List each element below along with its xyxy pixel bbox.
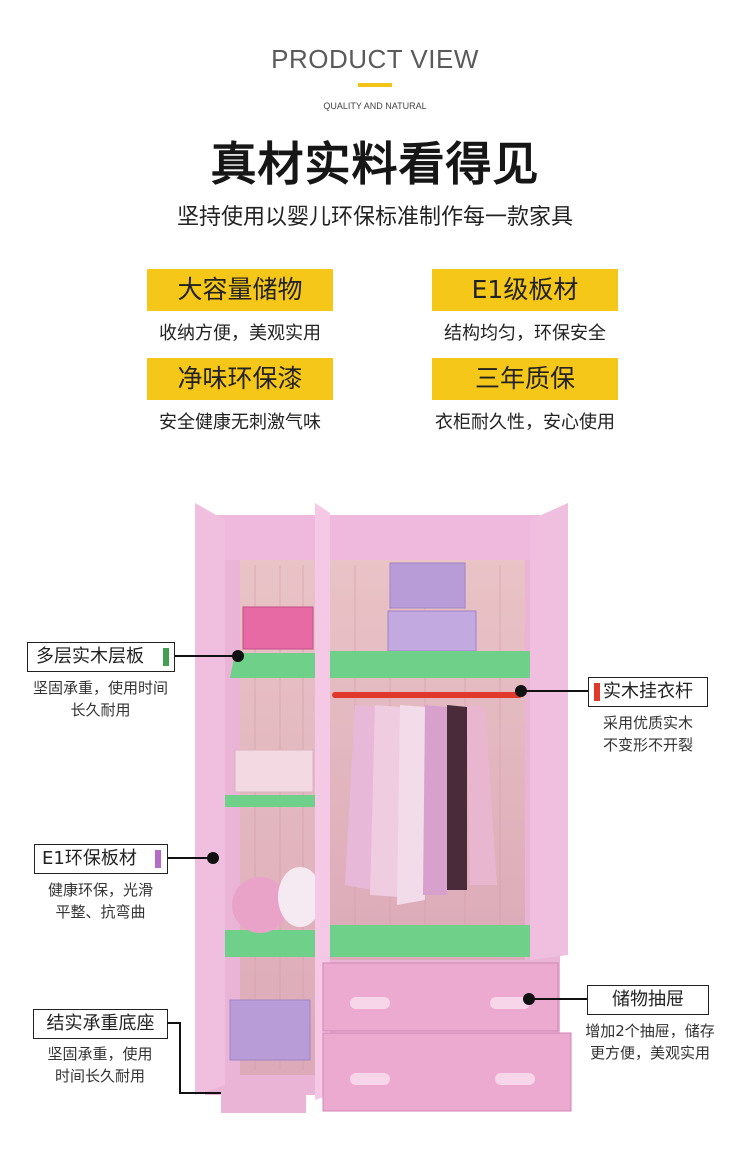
- shelf-top-left: [230, 653, 318, 678]
- callout-board-box: E1环保板材: [34, 844, 168, 874]
- callout-board-accent: [155, 850, 161, 868]
- callout-base-desc: 坚固承重，使用 时间长久耐用: [47, 1045, 153, 1085]
- left-door: [195, 503, 225, 1095]
- callout-base-label: 结实承重底座: [46, 1013, 155, 1034]
- callout-rod-label: 实木挂衣杆: [603, 681, 693, 702]
- feature-label-warranty: 三年质保: [432, 358, 618, 400]
- title-underline: [358, 83, 392, 87]
- wardrobe-illustration: [195, 503, 572, 1113]
- drawer-bottom: [322, 1032, 572, 1112]
- callout-shelf-desc: 坚固承重，使用时间 长久耐用: [32, 679, 168, 719]
- feature-label-e1: E1级板材: [432, 269, 618, 311]
- product-view-subtitle: QUALITY AND NATURAL: [323, 101, 427, 111]
- callout-rod-box: 实木挂衣杆: [588, 677, 708, 707]
- product-view-title: PRODUCT VIEW: [271, 44, 479, 74]
- callout-board-desc: 健康环保，光滑 平整、抗弯曲: [47, 881, 153, 921]
- feature-label-capacity: 大容量储物: [147, 269, 333, 311]
- callout-drawer-box: 储物抽屉: [587, 985, 709, 1015]
- callout-board-label: E1环保板材: [42, 848, 137, 869]
- callout-shelf-dot: [232, 650, 244, 662]
- callout-base-box: 结实承重底座: [33, 1009, 168, 1039]
- feature-desc-capacity: 收纳方便，美观实用: [159, 323, 321, 344]
- callout-drawer-desc: 增加2个抽屉，储存 更方便，美观实用: [585, 1022, 715, 1062]
- callout-shelf-accent: [163, 648, 169, 666]
- shelf-low-left: [217, 930, 318, 957]
- callout-rod-accent: [594, 683, 600, 701]
- feature-label-paint: 净味环保漆: [147, 358, 333, 400]
- right-door: [530, 503, 568, 960]
- feature-desc-e1: 结构均匀，环保安全: [444, 323, 606, 344]
- callout-shelf-box: 多层实木层板: [27, 642, 175, 672]
- tagline: 坚持使用以婴儿环保标准制作每一款家具: [176, 205, 573, 230]
- shelf-mid-left: [221, 795, 315, 807]
- feature-desc-warranty: 衣柜耐久性，安心使用: [435, 412, 615, 433]
- shelf-top-right: [330, 651, 540, 678]
- callout-board-dot: [207, 852, 219, 864]
- callout-drawer-label: 储物抽屉: [612, 989, 684, 1010]
- clothes: [345, 705, 497, 905]
- hanging-rod: [332, 692, 522, 698]
- feature-desc-paint: 安全健康无刺激气味: [159, 412, 321, 433]
- shelf-low-right: [330, 925, 540, 957]
- headline: 真材实料看得见: [210, 137, 540, 191]
- callout-shelf-label: 多层实木层板: [36, 646, 144, 667]
- callout-rod-desc: 采用优质实木 不变形不开裂: [602, 714, 693, 754]
